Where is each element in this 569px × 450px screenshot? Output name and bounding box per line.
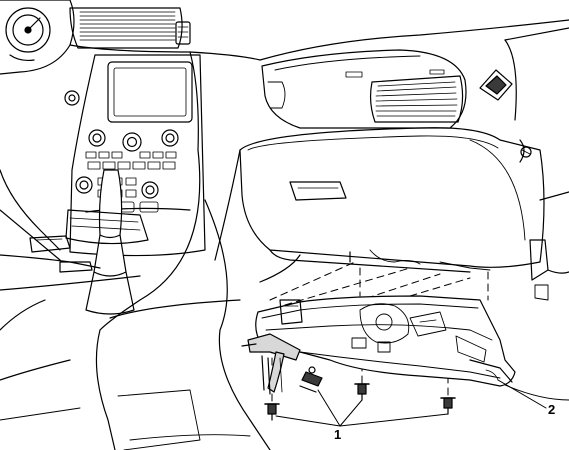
wire-harness [241, 333, 301, 395]
gear-shifter [65, 169, 149, 315]
left-console [0, 169, 141, 381]
side-vent [479, 69, 513, 101]
fastener-bolt-1 [264, 403, 280, 421]
fastener-bolt-3 [440, 397, 456, 415]
glove-box-handle [289, 181, 347, 201]
instrument-cluster [0, 0, 75, 75]
callout-label-2: 2 [548, 402, 556, 417]
dashboard-right-upper [261, 49, 467, 129]
tune-knob [122, 132, 142, 152]
glove-box [239, 127, 545, 273]
display-screen [107, 61, 193, 123]
console-sweep [99, 149, 201, 331]
center-vent-right [345, 69, 464, 123]
knee-airbag-module [255, 295, 516, 387]
center-upper-vent [69, 7, 191, 49]
volume-knob [88, 129, 106, 147]
center-stack [64, 54, 206, 257]
fasteners [264, 366, 456, 421]
fastener-left-pin [299, 366, 323, 393]
fastener-bolt-2 [354, 383, 370, 401]
callout-leaders [275, 379, 547, 427]
dashboard-top-edge [69, 19, 569, 61]
callout-label-1: 1 [334, 427, 342, 442]
